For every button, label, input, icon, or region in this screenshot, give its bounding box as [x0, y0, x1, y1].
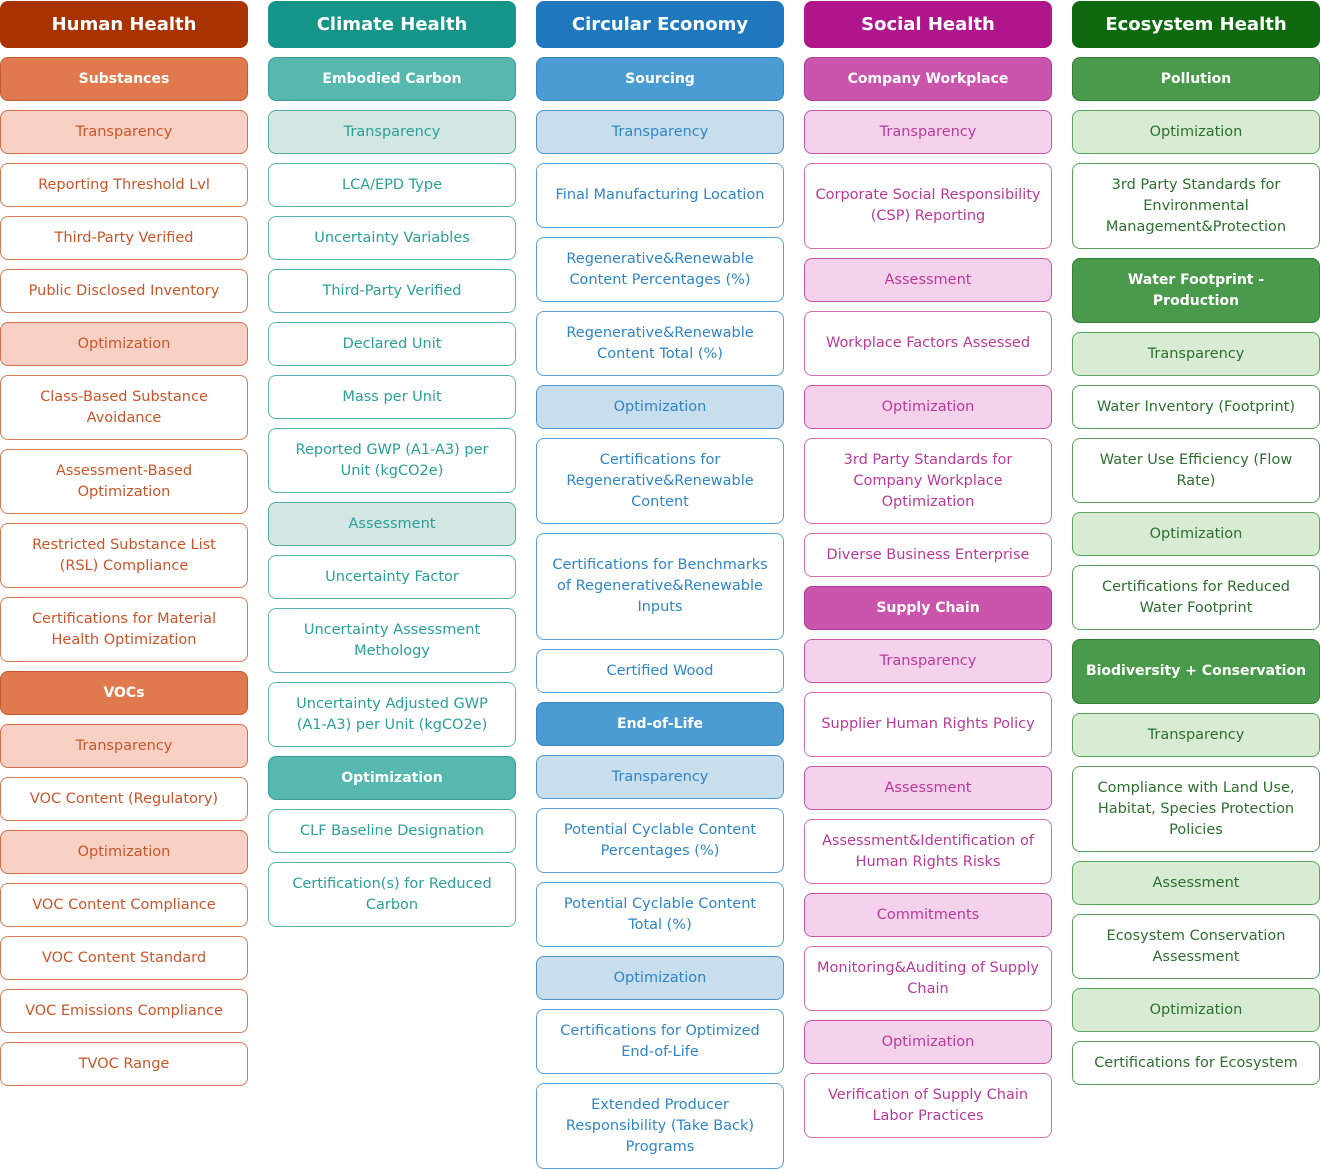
criterion-box: Potential Cyclable Content Percentages (… — [536, 808, 784, 873]
stage-box: Optimization — [0, 830, 248, 874]
stage-box: Transparency — [0, 724, 248, 768]
category-box: Biodiversity + Conservation — [1072, 639, 1320, 704]
criterion-box: Uncertainty Factor — [268, 555, 516, 599]
criterion-box: Final Manufacturing Location — [536, 163, 784, 228]
criterion-box: TVOC Range — [0, 1042, 248, 1086]
criterion-box: Assessment-Based Optimization — [0, 449, 248, 514]
criterion-box: Third-Party Verified — [268, 269, 516, 313]
criterion-box: Restricted Substance List (RSL) Complian… — [0, 523, 248, 588]
criterion-box: Uncertainty Assessment Methology — [268, 608, 516, 673]
stage-box: Optimization — [0, 322, 248, 366]
criterion-box: Supplier Human Rights Policy — [804, 692, 1052, 757]
stage-box: Optimization — [536, 385, 784, 429]
criterion-box: CLF Baseline Designation — [268, 809, 516, 853]
stage-box: Optimization — [1072, 110, 1320, 154]
category-box: Pollution — [1072, 57, 1320, 101]
criterion-box: Ecosystem Conservation Assessment — [1072, 914, 1320, 979]
stage-box: Assessment — [1072, 861, 1320, 905]
stage-box: Assessment — [804, 766, 1052, 810]
stage-box: Optimization — [536, 956, 784, 1000]
criterion-box: Regenerative&Renewable Content Percentag… — [536, 237, 784, 302]
stage-box: Transparency — [1072, 332, 1320, 376]
criterion-box: Uncertainty Variables — [268, 216, 516, 260]
stage-box: Transparency — [1072, 713, 1320, 757]
column-header: Human Health — [0, 1, 248, 48]
criterion-box: VOC Content Compliance — [0, 883, 248, 927]
stage-box: Optimization — [1072, 988, 1320, 1032]
category-box: Sourcing — [536, 57, 784, 101]
criterion-box: Verification of Supply Chain Labor Pract… — [804, 1073, 1052, 1138]
stage-box: Optimization — [1072, 512, 1320, 556]
criterion-box: Reported GWP (A1-A3) per Unit (kgCO2e) — [268, 428, 516, 493]
criterion-box: Workplace Factors Assessed — [804, 311, 1052, 376]
criterion-box: Monitoring&Auditing of Supply Chain — [804, 946, 1052, 1011]
stage-box: Transparency — [804, 639, 1052, 683]
criterion-box: Certifications for Reduced Water Footpri… — [1072, 565, 1320, 630]
category-box: Optimization — [268, 756, 516, 800]
criterion-box: VOC Content (Regulatory) — [0, 777, 248, 821]
criterion-box: LCA/EPD Type — [268, 163, 516, 207]
stage-box: Commitments — [804, 893, 1052, 937]
stage-box: Optimization — [804, 1020, 1052, 1064]
stage-box: Transparency — [536, 755, 784, 799]
column-header: Social Health — [804, 1, 1052, 48]
category-box: Company Workplace — [804, 57, 1052, 101]
criterion-box: Compliance with Land Use, Habitat, Speci… — [1072, 766, 1320, 852]
category-box: End-of-Life — [536, 702, 784, 746]
criterion-box: Potential Cyclable Content Total (%) — [536, 882, 784, 947]
criterion-box: Reporting Threshold Lvl — [0, 163, 248, 207]
criterion-box: Diverse Business Enterprise — [804, 533, 1052, 577]
criterion-box: Certifications for Regenerative&Renewabl… — [536, 438, 784, 524]
category-box: Supply Chain — [804, 586, 1052, 630]
stage-box: Assessment — [804, 258, 1052, 302]
stage-box: Transparency — [268, 110, 516, 154]
criterion-box: Water Inventory (Footprint) — [1072, 385, 1320, 429]
criterion-box: 3rd Party Standards for Company Workplac… — [804, 438, 1052, 524]
category-box: Substances — [0, 57, 248, 101]
column-header: Circular Economy — [536, 1, 784, 48]
criterion-box: Third-Party Verified — [0, 216, 248, 260]
stage-box: Assessment — [268, 502, 516, 546]
criterion-box: Mass per Unit — [268, 375, 516, 419]
criterion-box: Regenerative&Renewable Content Total (%) — [536, 311, 784, 376]
stage-box: Transparency — [804, 110, 1052, 154]
criterion-box: VOC Content Standard — [0, 936, 248, 980]
column-header: Climate Health — [268, 1, 516, 48]
category-box: Embodied Carbon — [268, 57, 516, 101]
stage-box: Transparency — [0, 110, 248, 154]
criterion-box: Assessment&Identification of Human Right… — [804, 819, 1052, 884]
criterion-box: Certifications for Optimized End-of-Life — [536, 1009, 784, 1074]
criterion-box: Certifications for Ecosystem — [1072, 1041, 1320, 1085]
stage-box: Transparency — [536, 110, 784, 154]
criterion-box: Certifications for Benchmarks of Regener… — [536, 533, 784, 640]
column-header: Ecosystem Health — [1072, 1, 1320, 48]
criterion-box: Class-Based Substance Avoidance — [0, 375, 248, 440]
criterion-box: Water Use Efficiency (Flow Rate) — [1072, 438, 1320, 503]
criterion-box: Corporate Social Responsibility (CSP) Re… — [804, 163, 1052, 249]
criterion-box: Certified Wood — [536, 649, 784, 693]
category-box: VOCs — [0, 671, 248, 715]
criterion-box: Certifications for Material Health Optim… — [0, 597, 248, 662]
criterion-box: VOC Emissions Compliance — [0, 989, 248, 1033]
criterion-box: Extended Producer Responsibility (Take B… — [536, 1083, 784, 1169]
criterion-box: Uncertainty Adjusted GWP (A1-A3) per Uni… — [268, 682, 516, 747]
criterion-box: Public Disclosed Inventory — [0, 269, 248, 313]
category-box: Water Footprint - Production — [1072, 258, 1320, 323]
criterion-box: Declared Unit — [268, 322, 516, 366]
criterion-box: Certification(s) for Reduced Carbon — [268, 862, 516, 927]
stage-box: Optimization — [804, 385, 1052, 429]
criterion-box: 3rd Party Standards for Environmental Ma… — [1072, 163, 1320, 249]
